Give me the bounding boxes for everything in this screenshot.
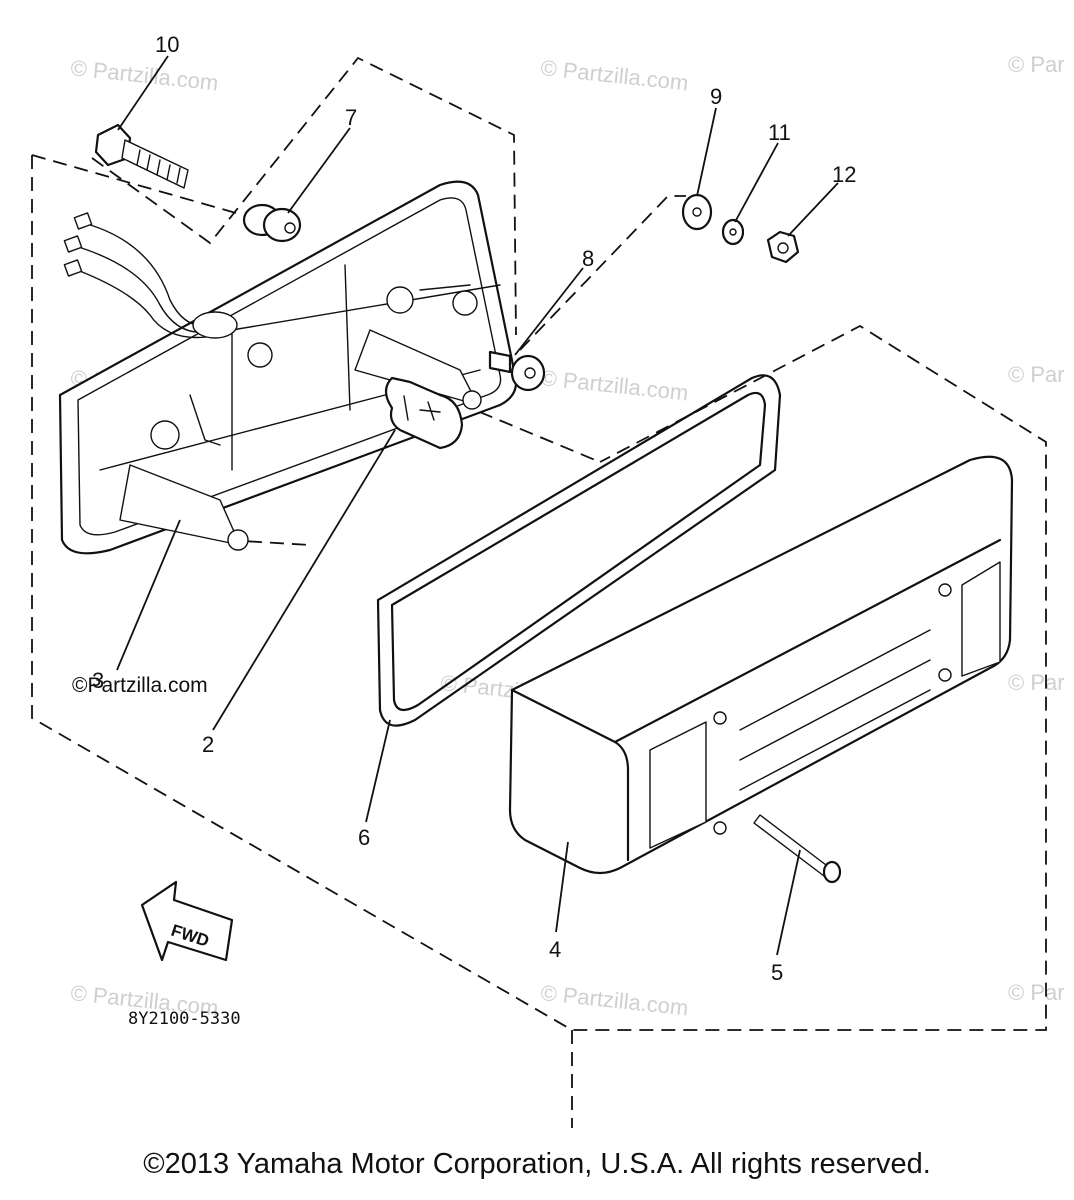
watermark: © Par [1008, 980, 1065, 1005]
watermark-callout: ©Partzilla.com [72, 674, 208, 697]
watermark: © Partzilla.com [539, 980, 689, 1020]
callout-10: 10 [155, 32, 179, 57]
callout-6: 6 [358, 825, 370, 850]
washer-9 [681, 193, 713, 231]
callout-5: 5 [771, 960, 783, 985]
watermark: © Par [1008, 670, 1065, 695]
callout-8: 8 [582, 246, 594, 271]
tail-light-housing [58, 180, 518, 555]
bolt-10 [94, 123, 189, 189]
lock-washer-11 [721, 218, 745, 246]
screw-5 [753, 814, 842, 884]
gasket-6 [376, 374, 782, 727]
watermark: © Partzilla.com [539, 365, 689, 405]
assembly-boundary [31, 56, 1047, 1128]
callout-12: 12 [832, 162, 856, 187]
callouts: 10 7 9 11 12 8 3 2 6 4 5 ©Partzilla.com [72, 32, 856, 985]
lens-4 [508, 455, 1014, 875]
nut-12 [766, 230, 800, 264]
watermark: © Partzilla.com [539, 55, 689, 95]
callout-9: 9 [710, 84, 722, 109]
callout-11: 11 [768, 120, 791, 145]
leader-lines [116, 55, 839, 956]
screw-8 [488, 350, 546, 392]
grommet-7 [242, 203, 302, 243]
watermark: © Par [1008, 362, 1065, 387]
callout-3: 3 [92, 668, 104, 693]
fwd-arrow-icon: FWD [140, 880, 234, 962]
watermark: © Par [1008, 52, 1065, 77]
callout-4: 4 [549, 937, 561, 962]
copyright-notice: ©2013 Yamaha Motor Corporation, U.S.A. A… [143, 1148, 931, 1180]
callout-2: 2 [202, 732, 214, 757]
callout-7: 7 [345, 105, 357, 130]
bulb-2 [384, 376, 464, 450]
diagram-code: 8Y2100-5330 [128, 1009, 241, 1029]
wire-harness [63, 212, 238, 339]
